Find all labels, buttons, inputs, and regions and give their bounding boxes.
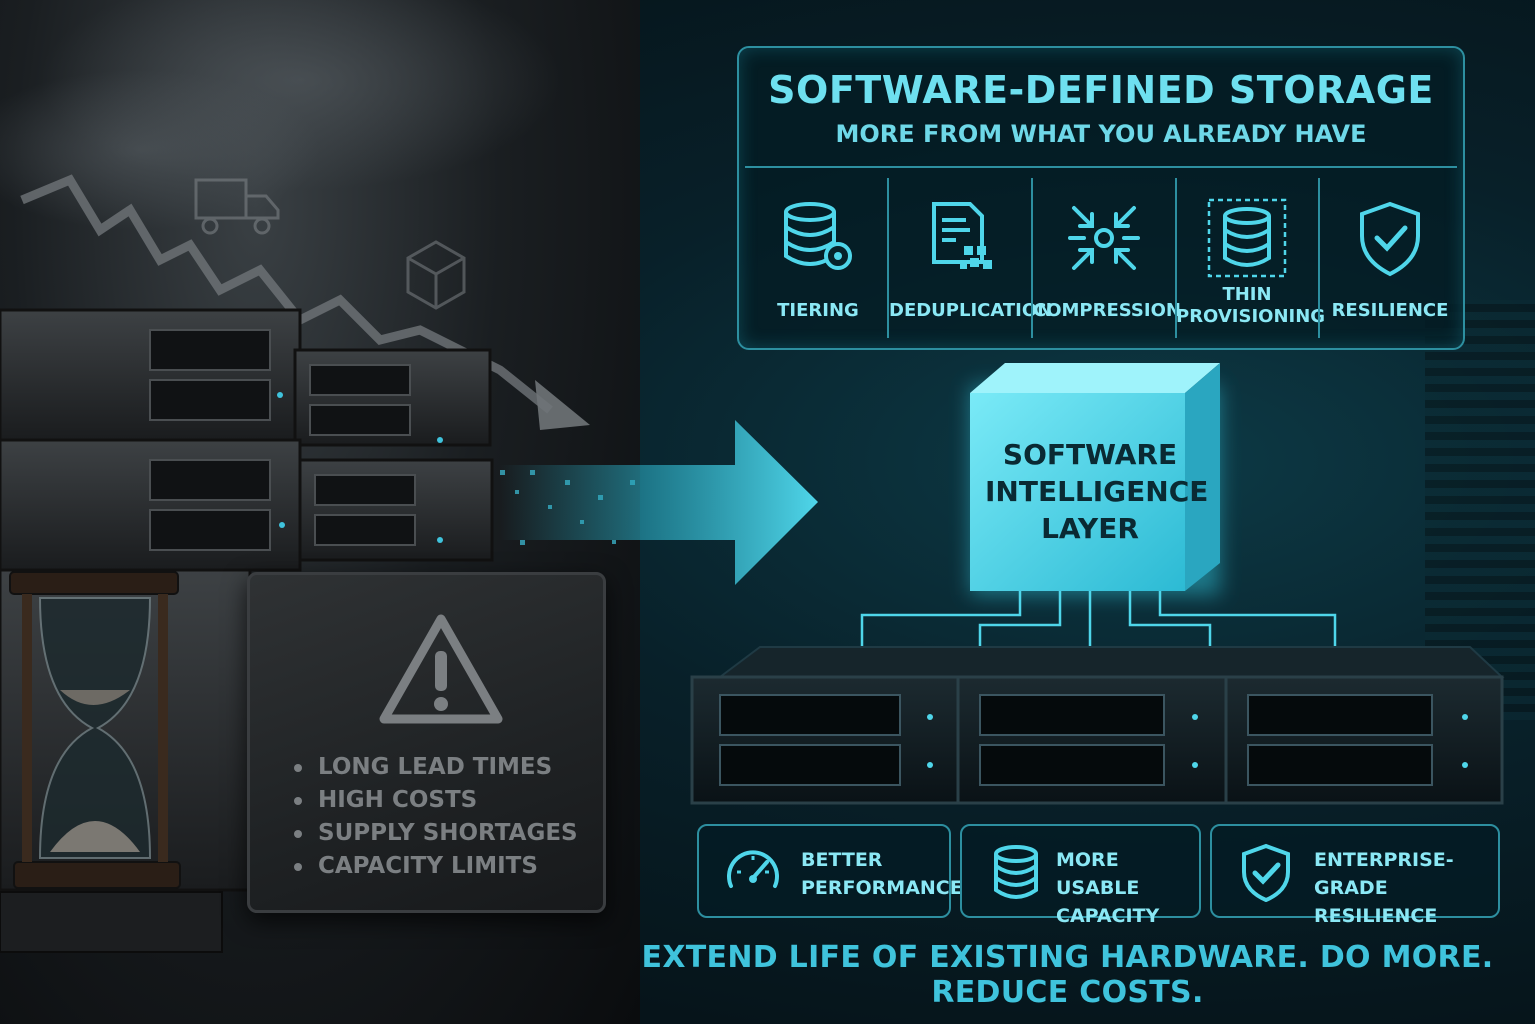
feature-label-line: THIN bbox=[1222, 284, 1272, 305]
server-unit bbox=[956, 675, 1228, 805]
cube-label-line: INTELLIGENCE bbox=[985, 475, 1209, 508]
feature-divider bbox=[1031, 178, 1033, 338]
warning-list: LONG LEAD TIMES HIGH COSTS SUPPLY SHORTA… bbox=[294, 751, 578, 883]
feature-divider bbox=[1318, 178, 1320, 338]
feature-compression: COMPRESSION bbox=[1033, 176, 1181, 338]
feature-label: RESILIENCE bbox=[1331, 300, 1449, 321]
bullet bbox=[294, 763, 302, 772]
server-unit bbox=[690, 675, 960, 805]
warning-item: LONG LEAD TIMES bbox=[294, 751, 578, 784]
warning-item: HIGH COSTS bbox=[294, 784, 578, 817]
transition-arrow-icon bbox=[500, 420, 818, 585]
dashed-database-icon bbox=[1207, 198, 1287, 278]
benefit-resilience: ENTERPRISE-GRADE RESILIENCE bbox=[1210, 824, 1500, 927]
benefit-line: ENTERPRISE-GRADE bbox=[1314, 849, 1454, 899]
benefit-text: ENTERPRISE-GRADE RESILIENCE bbox=[1314, 846, 1498, 930]
panel-divider bbox=[745, 166, 1457, 168]
software-defined-storage-panel: SOFTWARE-DEFINED STORAGE MORE FROM WHAT … bbox=[737, 46, 1465, 350]
warning-triangle-icon bbox=[379, 614, 503, 724]
downward-trend-icon bbox=[20, 174, 590, 430]
feature-label: COMPRESSION bbox=[1033, 300, 1181, 321]
benefit-line: PERFORMANCE bbox=[801, 877, 963, 899]
panel-title: SOFTWARE-DEFINED STORAGE bbox=[768, 68, 1434, 112]
shield-check-icon bbox=[1242, 843, 1290, 902]
panel-subtitle: MORE FROM WHAT YOU ALREADY HAVE bbox=[835, 120, 1367, 148]
intelligence-layer-label: SOFTWARE INTELLIGENCE LAYER bbox=[985, 436, 1209, 547]
benefit-text: BETTER PERFORMANCE bbox=[801, 846, 963, 902]
tagline: EXTEND LIFE OF EXISTING HARDWARE. DO MOR… bbox=[641, 940, 1494, 1010]
benefit-line: MORE USABLE bbox=[1056, 849, 1140, 899]
shield-check-icon bbox=[1360, 201, 1420, 277]
benefit-line: RESILIENCE bbox=[1314, 905, 1438, 927]
truck-icon bbox=[194, 178, 280, 235]
feature-divider bbox=[887, 178, 889, 338]
feature-deduplication: DEDUPLICATION bbox=[889, 176, 1053, 338]
compress-arrows-icon bbox=[1068, 206, 1140, 270]
feature-label: THIN PROVISIONING bbox=[1176, 284, 1326, 328]
feature-tiering: TIERING bbox=[747, 176, 889, 338]
benefit-line: CAPACITY bbox=[1056, 905, 1160, 927]
benefit-line: BETTER bbox=[801, 849, 883, 871]
server-unit bbox=[1224, 675, 1504, 805]
document-blocks-icon bbox=[932, 202, 992, 269]
cube-label-line: SOFTWARE bbox=[1002, 438, 1178, 471]
feature-resilience: RESILIENCE bbox=[1319, 176, 1461, 338]
feature-label: DEDUPLICATION bbox=[889, 300, 1053, 321]
feature-label-line: PROVISIONING bbox=[1176, 306, 1326, 327]
database-icon bbox=[994, 845, 1038, 899]
cube-icon bbox=[970, 363, 1220, 591]
bullet bbox=[294, 862, 302, 871]
intelligence-layer-diagram bbox=[690, 363, 1505, 805]
warning-item: SUPPLY SHORTAGES bbox=[294, 817, 578, 850]
feature-label: TIERING bbox=[777, 300, 859, 321]
database-gear-icon bbox=[784, 202, 852, 270]
warning-sign: LONG LEAD TIMES HIGH COSTS SUPPLY SHORTA… bbox=[247, 572, 606, 913]
server-top bbox=[717, 646, 1505, 678]
bullet bbox=[294, 796, 302, 805]
benefit-text: MORE USABLE CAPACITY bbox=[1056, 846, 1199, 930]
hourglass-icon bbox=[0, 571, 223, 953]
warning-item: CAPACITY LIMITS bbox=[294, 850, 578, 883]
feature-thin-provisioning: THIN PROVISIONING bbox=[1176, 176, 1326, 338]
bullet bbox=[294, 829, 302, 838]
cube-label-line: LAYER bbox=[1041, 512, 1139, 545]
package-box-icon bbox=[406, 240, 466, 310]
speedometer-icon bbox=[727, 850, 779, 888]
feature-divider bbox=[1175, 178, 1177, 338]
benefit-capacity: MORE USABLE CAPACITY bbox=[960, 824, 1201, 927]
benefit-performance: BETTER PERFORMANCE bbox=[697, 824, 963, 918]
legacy-scene-art bbox=[0, 0, 635, 953]
